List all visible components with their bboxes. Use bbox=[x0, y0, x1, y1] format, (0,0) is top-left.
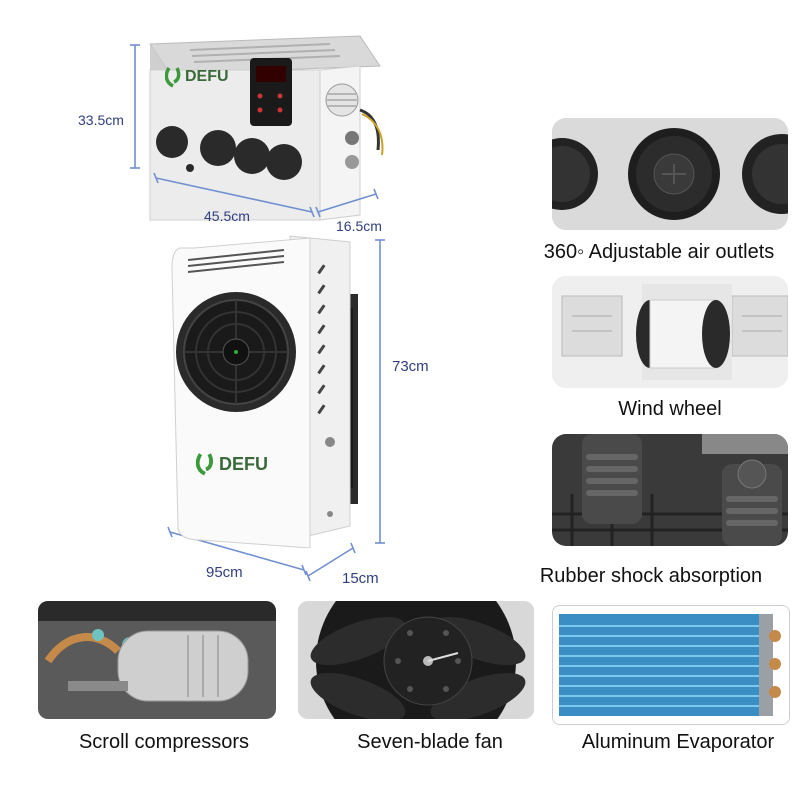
rubber-shock-drawing bbox=[552, 434, 788, 546]
bottom-width-label: 95cm bbox=[206, 564, 243, 581]
top-unit-drawing bbox=[149, 35, 384, 221]
bottom-depth-label: 15cm bbox=[342, 570, 379, 587]
evaporator-image bbox=[552, 605, 790, 725]
seven-blade-fan-image bbox=[298, 601, 534, 719]
fan-drawing bbox=[298, 601, 534, 719]
top-unit-brand: DEFU bbox=[185, 68, 229, 85]
top-height-label: 33.5cm bbox=[78, 112, 124, 128]
top-unit-logo: DEFU bbox=[165, 66, 229, 88]
bottom-height-label: 73cm bbox=[392, 358, 429, 375]
wind-wheel-caption: Wind wheel bbox=[618, 398, 722, 420]
air-outlets-image bbox=[552, 118, 788, 230]
wind-wheel-image bbox=[552, 276, 788, 388]
top-depth-label: 16.5cm bbox=[336, 218, 382, 234]
bottom-unit-logo: DEFU bbox=[196, 452, 268, 476]
air-outlets-caption: 360◦ Adjustable air outlets bbox=[543, 241, 775, 263]
compressor-caption: Scroll compressors bbox=[78, 731, 250, 753]
bottom-unit-drawing bbox=[171, 235, 358, 549]
bottom-unit-image bbox=[160, 228, 360, 549]
compressor-image bbox=[38, 601, 276, 719]
air-outlets-drawing bbox=[552, 118, 788, 230]
evaporator-drawing bbox=[553, 606, 789, 724]
top-unit-image bbox=[130, 30, 390, 230]
evaporator-caption: Aluminum Evaporator bbox=[581, 731, 775, 753]
wind-wheel-drawing bbox=[552, 276, 788, 388]
defu-logo-icon bbox=[196, 453, 214, 476]
compressor-drawing bbox=[38, 601, 276, 719]
fan-caption: Seven-blade fan bbox=[357, 731, 503, 753]
rubber-shock-image bbox=[552, 434, 788, 546]
top-width-label: 45.5cm bbox=[204, 208, 250, 224]
bottom-unit-brand: DEFU bbox=[219, 453, 268, 474]
defu-logo-icon bbox=[165, 67, 181, 88]
rubber-shock-caption: Rubber shock absorption bbox=[539, 565, 763, 587]
